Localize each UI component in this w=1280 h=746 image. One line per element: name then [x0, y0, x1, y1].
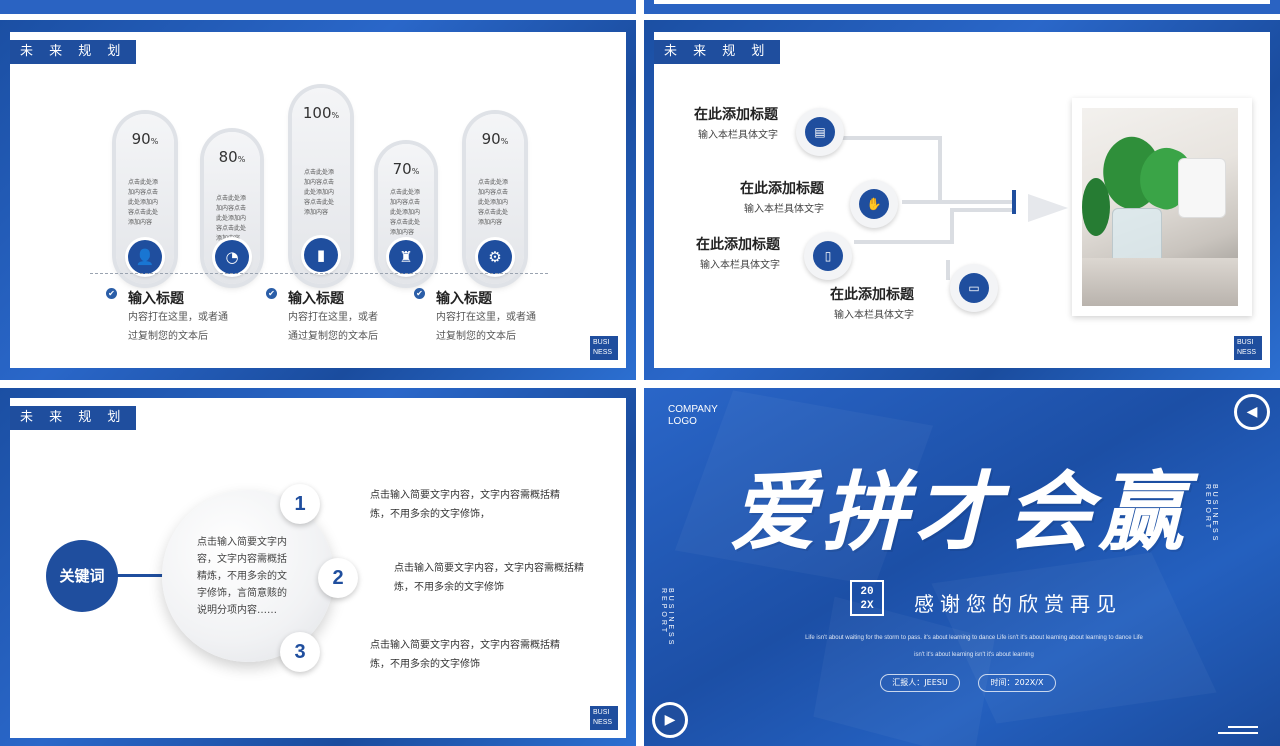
keyword-connector	[110, 574, 170, 577]
progress-pill-4: 70% 点击此处添加内容点击此处添加内容点击此处添加内容 ♜	[378, 144, 434, 284]
handshake-icon: ✋	[859, 189, 889, 219]
column-title: 输入标题	[128, 291, 184, 307]
year-box: 20 2X	[850, 580, 884, 616]
item-icon-circle: ▤	[796, 108, 844, 156]
progress-pill-5: 90% 点击此处添加内容点击此处添加内容点击此处添加内容 ⚙	[466, 114, 524, 284]
menu-lines-icon	[1218, 726, 1258, 734]
point-text-2: 点击输入简要文字内容，文字内容需概括精炼，不用多余的文字修饰	[394, 563, 584, 593]
slide-future-plan-keyword[interactable]: 未 来 规 划 关键词 点击输入简要文字内 容，文字内容需概括 精炼，不用多余的…	[0, 388, 636, 746]
slide-future-plan-percentages[interactable]: 未 来 规 划 90% 点击此处添加内容点击此处添加内容点击此处添加内容 👤 80…	[0, 20, 636, 380]
section-tag: 未 来 规 划	[10, 406, 137, 430]
item-subtitle: 输入本栏具体文字	[700, 260, 780, 271]
pie-chart-icon: ◔	[215, 240, 249, 274]
point-text-1: 点击输入简要文字内容，文字内容需概括精炼，不用多余的文字修饰，	[370, 490, 560, 520]
pill-description: 点击此处添加内容点击此处添加内容点击此处添加内容	[390, 189, 421, 236]
column-title: 输入标题	[436, 291, 492, 307]
money-bag-icon: ♜	[389, 240, 423, 274]
time-badge: 时间：202X/X	[978, 674, 1056, 692]
point-number-3: 3	[280, 632, 320, 672]
item-title: 在此添加标题	[830, 287, 914, 303]
slide-content-area: 未 来 规 划 90% 点击此处添加内容点击此处添加内容点击此处添加内容 👤 80…	[10, 32, 626, 368]
slide-thank-you[interactable]: COMPANY LOGO ◀ ▶ BUSINESS REPORT BUSINES…	[644, 388, 1280, 746]
monitor-icon: ▭	[959, 273, 989, 303]
point-number-1: 1	[280, 484, 320, 524]
plant-photo	[1082, 108, 1238, 306]
item-subtitle: 输入本栏具体文字	[834, 310, 914, 321]
column-body: 内容打在这里，或者通过复制您的文本后	[436, 312, 536, 342]
percentage-value: 70%	[392, 160, 420, 178]
percentage-value: 90%	[481, 130, 509, 148]
percentage-value: 80%	[218, 148, 246, 166]
center-disk-text: 点击输入简要文字内 容，文字内容需概括 精炼，不用多余的文 字修饰，言简意赅的 …	[197, 537, 287, 616]
item-title: 在此添加标题	[740, 181, 824, 197]
tablet-icon: ▯	[813, 241, 843, 271]
column-body: 内容打在这里，或者通过复制您的文本后	[288, 312, 378, 342]
next-slide-button[interactable]: ▶	[652, 702, 688, 738]
slide-future-plan-flow[interactable]: 未 来 规 划 在此添加标题 输入本栏具体文字 ▤ 在此添加标题 输入本栏具体文字…	[644, 20, 1280, 380]
company-logo: COMPANY LOGO	[668, 404, 718, 427]
thanks-text: 感谢您的欣赏再见	[914, 592, 1122, 616]
side-label-right: BUSINESS REPORT	[1204, 484, 1218, 544]
previous-slide-button[interactable]: ◀	[1234, 394, 1270, 430]
user-icon: 👤	[128, 240, 162, 274]
section-tag: 未 来 规 划	[10, 40, 137, 64]
arrow-shape	[1028, 194, 1068, 222]
photo-frame	[1072, 98, 1252, 316]
divider-line	[90, 273, 548, 274]
pill-description: 点击此处添加内容点击此处添加内容点击此处添加内容	[216, 195, 247, 242]
previous-slide-sliver-left	[0, 0, 636, 14]
document-icon: ▤	[805, 117, 835, 147]
slide-content-area: 未 来 规 划 在此添加标题 输入本栏具体文字 ▤ 在此添加标题 输入本栏具体文字…	[654, 32, 1270, 368]
percentage-value: 100%	[302, 104, 340, 122]
progress-pill-2: 80% 点击此处添加内容点击此处添加内容点击此处添加内容 ◔	[204, 132, 260, 284]
progress-pill-3: 100% 点击此处添加内容点击此处添加内容点击此处添加内容 ▮	[292, 88, 350, 284]
section-tag: 未 来 规 划	[654, 40, 781, 64]
gear-icon: ⚙	[478, 240, 512, 274]
item-icon-circle: ▯	[804, 232, 852, 280]
item-icon-circle: ✋	[850, 180, 898, 228]
bar-chart-icon: ▮	[304, 238, 338, 272]
column-title: 输入标题	[288, 291, 344, 307]
check-icon: ✔	[414, 288, 425, 299]
previous-slide-sliver-right	[644, 0, 1280, 14]
side-label-left: BUSINESS REPORT	[660, 588, 674, 648]
pill-description: 点击此处添加内容点击此处添加内容点击此处添加内容	[304, 169, 335, 216]
item-title: 在此添加标题	[694, 107, 778, 123]
quote-text: Life isn't about waiting for the storm t…	[805, 635, 1143, 658]
point-text-3: 点击输入简要文字内容，文字内容需概括精炼，不用多余的文字修饰	[370, 640, 560, 670]
slide-content-area: 未 来 规 划 关键词 点击输入简要文字内 容，文字内容需概括 精炼，不用多余的…	[10, 398, 626, 738]
reporter-badge: 汇报人：JEESU	[880, 674, 960, 692]
play-icon: ▶	[664, 712, 676, 728]
point-number-2: 2	[318, 558, 358, 598]
check-icon: ✔	[266, 288, 277, 299]
item-subtitle: 输入本栏具体文字	[698, 130, 778, 141]
item-subtitle: 输入本栏具体文字	[744, 204, 824, 215]
item-title: 在此添加标题	[696, 237, 780, 253]
percentage-value: 90%	[131, 130, 159, 148]
pill-description: 点击此处添加内容点击此处添加内容点击此处添加内容	[128, 179, 159, 226]
keyword-badge: 关键词	[46, 540, 118, 612]
column-body: 内容打在这里，或者通过复制您的文本后	[128, 312, 228, 342]
arrow-left-icon: ◀	[1246, 404, 1258, 420]
pill-description: 点击此处添加内容点击此处添加内容点击此处添加内容	[478, 179, 509, 226]
item-icon-circle: ▭	[950, 264, 998, 312]
progress-pill-1: 90% 点击此处添加内容点击此处添加内容点击此处添加内容 👤	[116, 114, 174, 284]
headline: 爱拼才会赢	[730, 462, 1190, 563]
check-icon: ✔	[106, 288, 117, 299]
